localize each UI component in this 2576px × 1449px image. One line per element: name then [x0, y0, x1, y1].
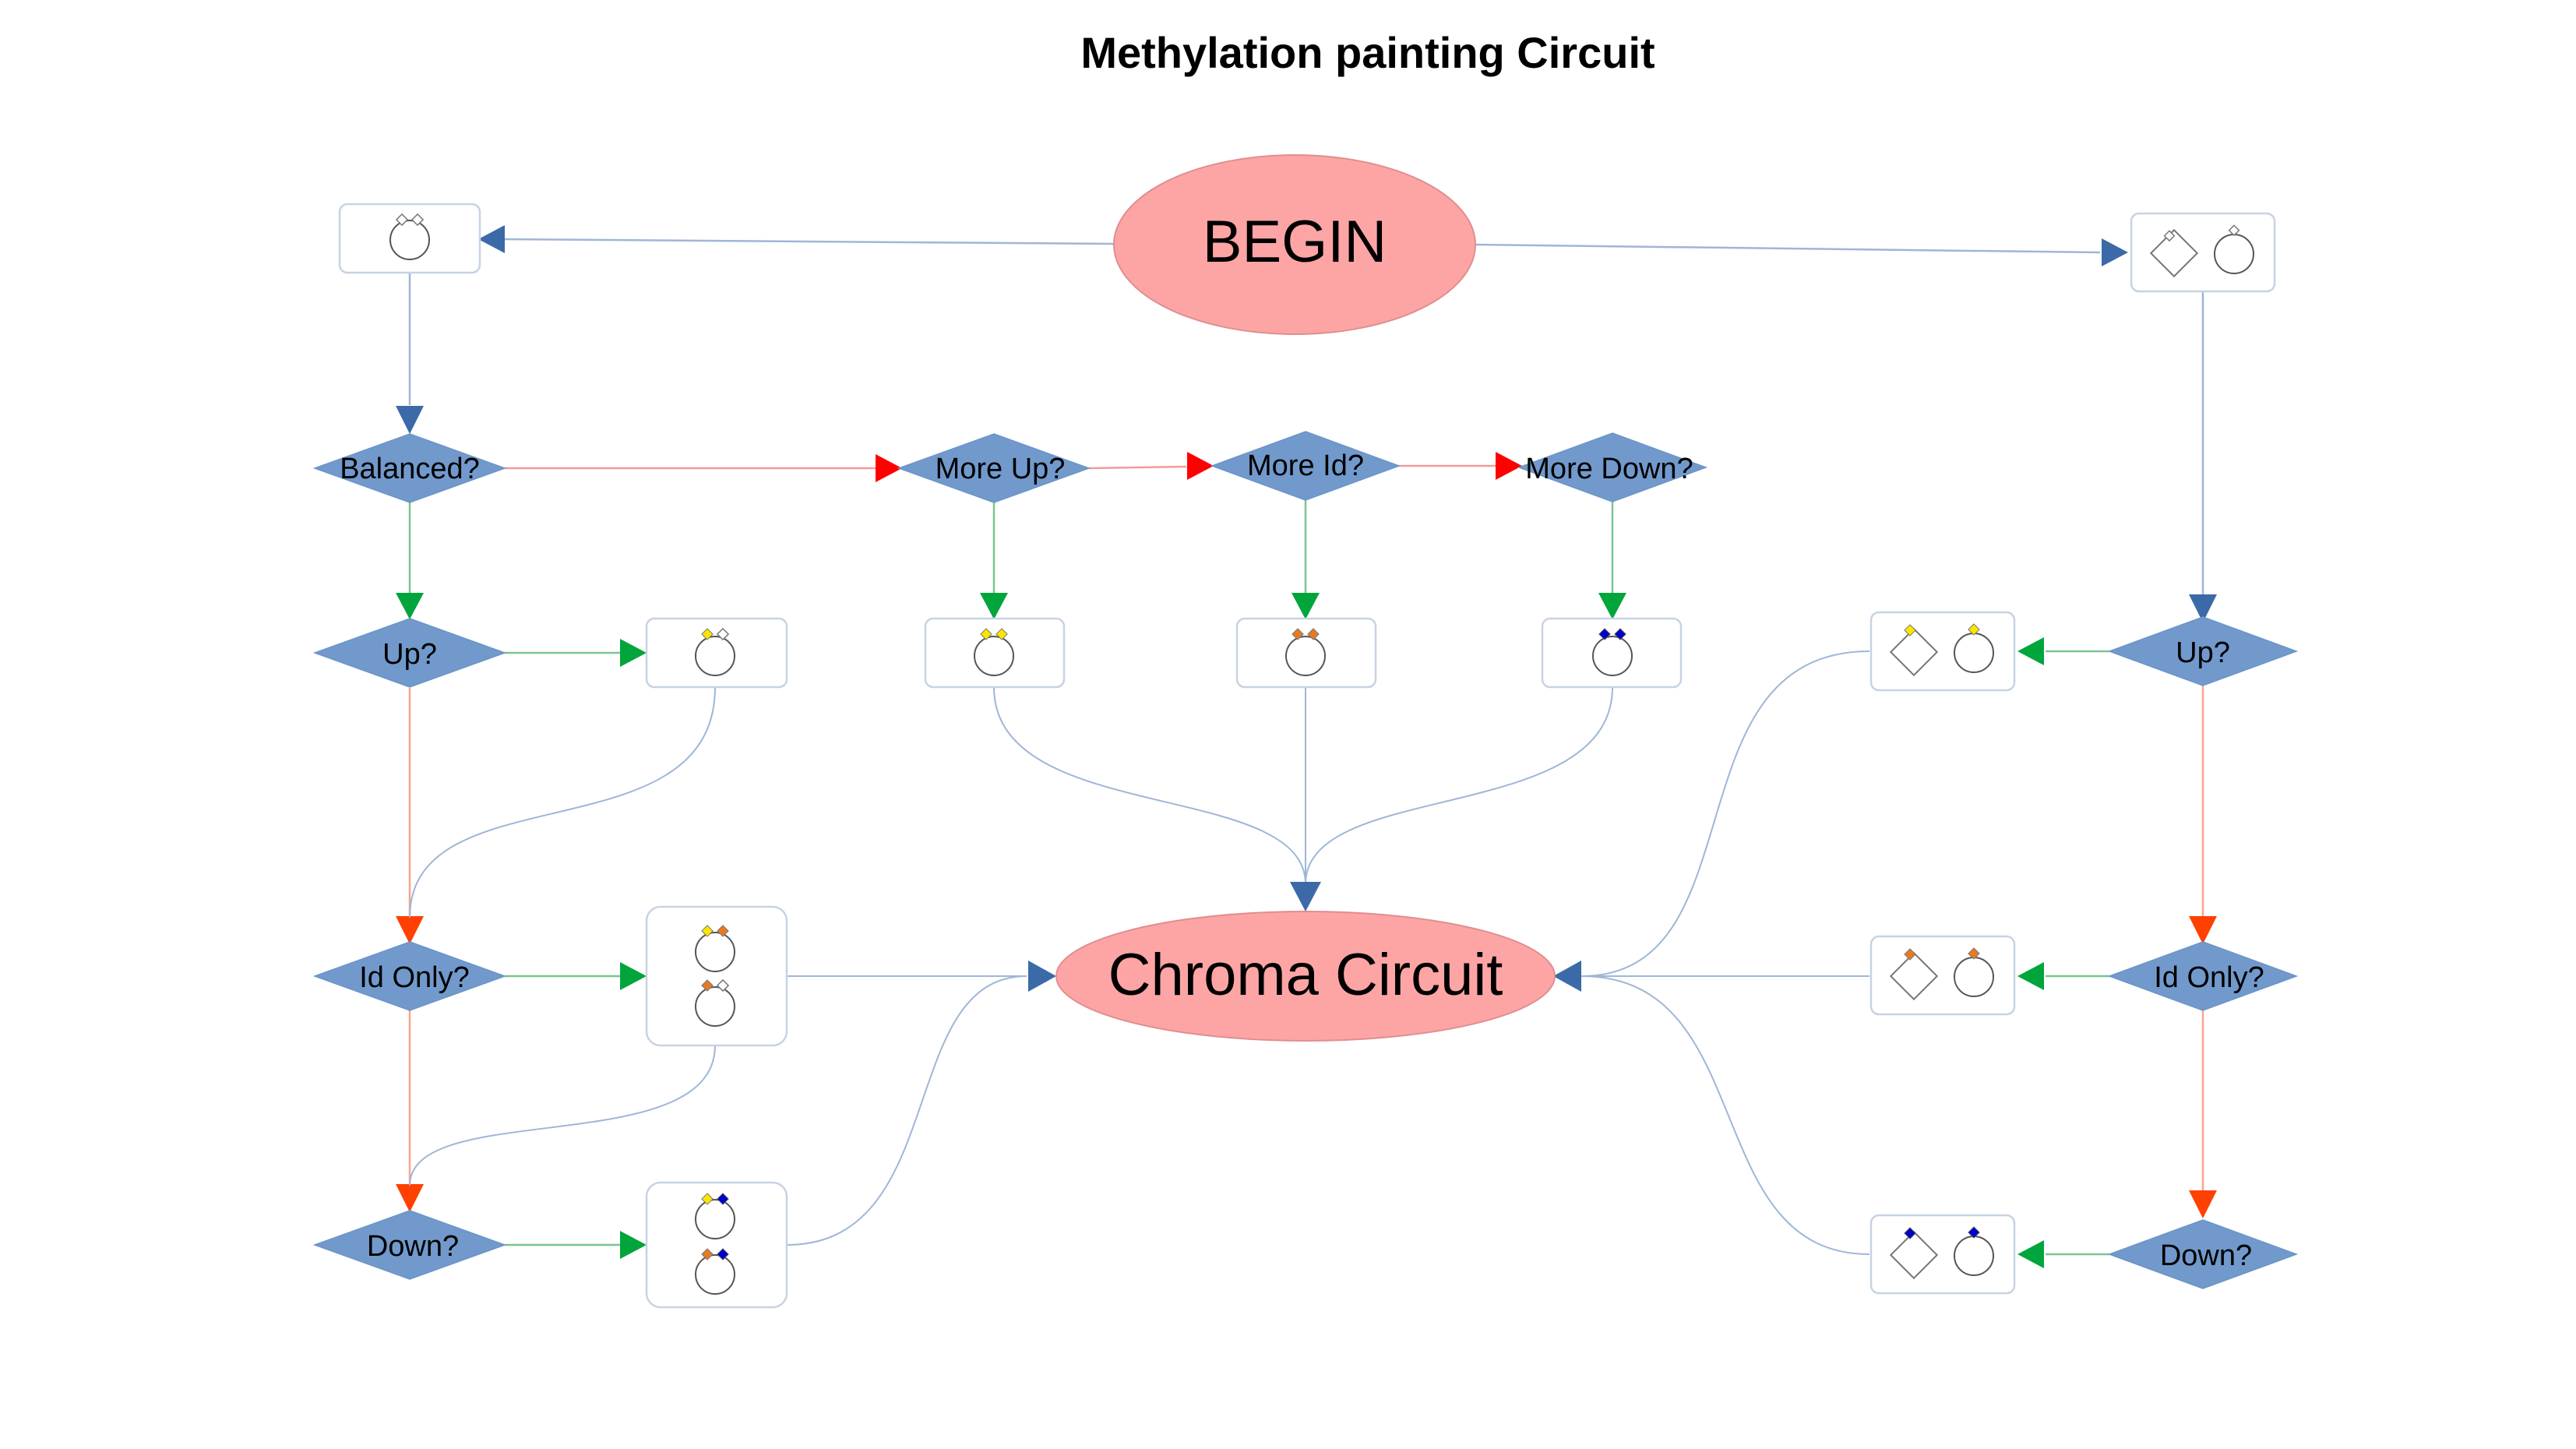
- decision-right-down-label: Down?: [2160, 1239, 2252, 1272]
- begin-label: BEGIN: [1203, 209, 1387, 275]
- state-card-more-id: [1235, 617, 1377, 689]
- decision-more-down[interactable]: More Down?: [1517, 432, 1708, 502]
- diagram-title: Methylation painting Circuit: [1080, 28, 1654, 77]
- diamond-site-icon: [2149, 228, 2199, 278]
- nucleosome-icon: [695, 1199, 735, 1239]
- decision-left-id-only[interactable]: Id Only?: [312, 941, 507, 1011]
- state-card-more-up: [924, 617, 1066, 689]
- state-card-left-down: [645, 1181, 788, 1309]
- decision-more-id[interactable]: More Id?: [1210, 431, 1401, 501]
- arrowhead-right-start: [2102, 238, 2128, 266]
- edge-begin-to-left-start: [498, 238, 1115, 245]
- decision-left-up-label: Up?: [382, 638, 437, 671]
- diamond-site-icon: [1889, 951, 1939, 1001]
- nucleosome-icon: [695, 932, 735, 972]
- nucleosome-icon: [695, 986, 735, 1027]
- decision-right-id-only-label: Id Only?: [2154, 961, 2264, 994]
- decision-left-down-label: Down?: [367, 1230, 459, 1263]
- state-card-left-up: [645, 617, 788, 689]
- decision-left-down[interactable]: Down?: [312, 1210, 507, 1280]
- nucleosome-icon: [1592, 636, 1633, 676]
- decision-more-id-label: More Id?: [1247, 450, 1364, 482]
- chroma-circuit-node[interactable]: Chroma Circuit: [1055, 911, 1556, 1042]
- nucleosome-icon: [695, 1254, 735, 1295]
- arrowhead-left-start: [478, 225, 505, 253]
- state-card-right-up: [1869, 611, 2016, 692]
- state-card-left-start: [338, 203, 481, 274]
- state-card-right-id-only: [1869, 935, 2016, 1016]
- state-card-more-down: [1541, 617, 1683, 689]
- edges: [396, 225, 2217, 1268]
- state-card-right-down: [1869, 1214, 2016, 1295]
- nucleosome-icon: [974, 636, 1014, 676]
- decision-right-down[interactable]: Down?: [2107, 1219, 2299, 1289]
- decision-right-up-label: Up?: [2176, 636, 2230, 669]
- decision-right-id-only[interactable]: Id Only?: [2107, 941, 2299, 1011]
- nucleosome-icon: [695, 636, 735, 676]
- nucleosome-icon: [1285, 636, 1326, 676]
- decision-balanced[interactable]: Balanced?: [312, 433, 507, 503]
- edge-begin-to-right-start: [1475, 243, 2101, 254]
- decision-more-down-label: More Down?: [1525, 453, 1693, 485]
- begin-node[interactable]: BEGIN: [1113, 154, 1476, 335]
- state-card-right-start: [2130, 212, 2276, 293]
- decision-balanced-label: Balanced?: [340, 453, 480, 485]
- decision-right-up[interactable]: Up?: [2107, 616, 2299, 686]
- chroma-circuit-label: Chroma Circuit: [1108, 942, 1503, 1008]
- unmarked-site-icon: [395, 213, 409, 227]
- state-card-left-id-only: [645, 905, 788, 1047]
- decision-left-id-only-label: Id Only?: [359, 961, 470, 994]
- diamond-site-icon: [1889, 1230, 1939, 1280]
- diamond-site-icon: [1889, 627, 1939, 677]
- decision-more-up-label: More Up?: [936, 453, 1066, 485]
- decision-more-up[interactable]: More Up?: [897, 433, 1091, 503]
- nucleosome-icon: [389, 220, 430, 260]
- unmarked-site-icon: [411, 213, 425, 227]
- decision-left-up[interactable]: Up?: [312, 618, 507, 688]
